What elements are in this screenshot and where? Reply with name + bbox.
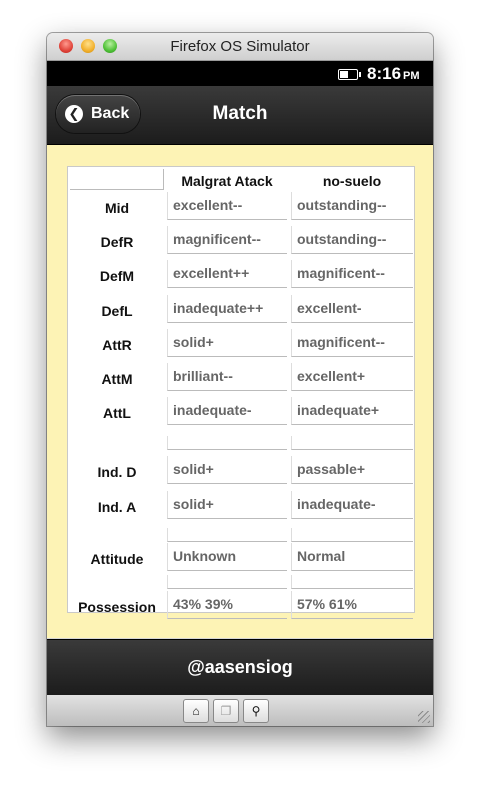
clock-time: 8:16: [367, 64, 402, 83]
row-label: AttR: [102, 337, 132, 353]
simulator-toolbar: ⌂ ❐ ⚲: [47, 695, 433, 726]
team-header-away: no-suelo: [322, 173, 382, 189]
value-cell-away: magnificent--: [291, 329, 413, 357]
window-title: Firefox OS Simulator: [170, 38, 310, 55]
footer-credit: @aasensiog: [47, 639, 433, 695]
back-button[interactable]: ❮ Back: [56, 95, 140, 133]
value-cell-home: magnificent--: [167, 226, 287, 254]
maximize-window-button[interactable]: [103, 39, 117, 53]
value-cell-home: inadequate-: [167, 397, 287, 425]
value-cell-home: solid+: [167, 456, 287, 484]
value-cell-away: excellent+: [291, 363, 413, 391]
row-label: Possession: [78, 599, 156, 615]
value-cell-away: inadequate-: [291, 491, 413, 519]
value-cell-home: solid+: [167, 491, 287, 519]
tabs-button[interactable]: ❐: [213, 699, 239, 723]
resize-grip[interactable]: [418, 711, 430, 723]
value-cell-away: 57% 61%: [291, 591, 413, 619]
value-cell-away: excellent-: [291, 295, 413, 323]
match-content: Malgrat Atack no-suelo Mid excellent--out…: [47, 145, 433, 638]
row-label: DefM: [99, 268, 135, 284]
app-header: ❮ Back Match: [47, 86, 433, 145]
value-cell-home: [167, 436, 287, 450]
value-cell-home: brilliant--: [167, 363, 287, 391]
value-cell-away: [291, 436, 413, 450]
row-label: AttM: [101, 371, 133, 387]
row-label: Mid: [104, 200, 130, 216]
value-cell-away: outstanding--: [291, 226, 413, 254]
window-titlebar[interactable]: Firefox OS Simulator: [47, 33, 433, 61]
table-corner-cell: [70, 169, 164, 190]
value-cell-home: [167, 575, 287, 589]
value-cell-away: [291, 528, 413, 542]
location-pin-icon: ⚲: [251, 704, 261, 718]
value-cell-away: magnificent--: [291, 260, 413, 288]
value-cell-home: [167, 528, 287, 542]
row-label: Ind. D: [97, 464, 137, 480]
value-cell-home: 43% 39%: [167, 591, 287, 619]
location-button[interactable]: ⚲: [243, 699, 269, 723]
value-cell-home: inadequate++: [167, 295, 287, 323]
clock-ampm: PM: [403, 70, 420, 82]
tabs-icon: ❐: [220, 704, 232, 718]
row-label: Attitude: [90, 551, 144, 567]
close-window-button[interactable]: [59, 39, 73, 53]
value-cell-away: [291, 575, 413, 589]
value-cell-home: Unknown: [167, 543, 287, 571]
home-button[interactable]: ⌂: [183, 699, 209, 723]
chevron-left-icon: ❮: [65, 105, 83, 123]
value-cell-home: excellent++: [167, 260, 287, 288]
row-label: Ind. A: [97, 499, 137, 515]
match-table: Malgrat Atack no-suelo Mid excellent--out…: [67, 166, 415, 619]
value-cell-home: solid+: [167, 329, 287, 357]
home-icon: ⌂: [192, 704, 200, 718]
back-button-label: Back: [91, 105, 130, 122]
value-cell-away: passable+: [291, 456, 413, 484]
value-cell-away: outstanding--: [291, 192, 413, 220]
row-label: DefL: [101, 303, 133, 319]
row-label: DefR: [100, 234, 134, 250]
value-cell-away: inadequate+: [291, 397, 413, 425]
row-label: AttL: [103, 405, 131, 421]
page-title: Match: [212, 103, 268, 124]
minimize-window-button[interactable]: [81, 39, 95, 53]
value-cell-home: excellent--: [167, 192, 287, 220]
team-header-home: Malgrat Atack: [181, 173, 273, 189]
battery-icon: [338, 69, 361, 80]
value-cell-away: Normal: [291, 543, 413, 571]
